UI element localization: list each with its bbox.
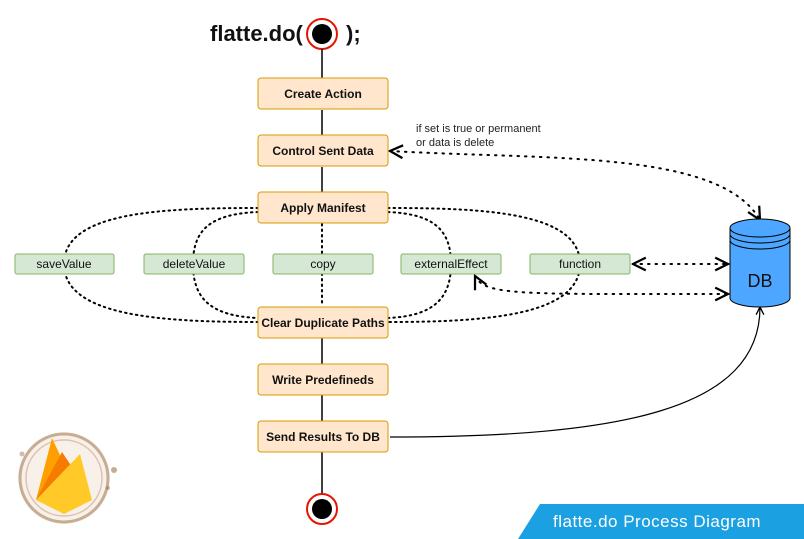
step-label: Control Sent Data	[272, 144, 374, 158]
step-label: Send Results To DB	[266, 430, 380, 444]
step-label: Write Predefineds	[272, 373, 374, 387]
control-db-link	[390, 151, 760, 220]
end-terminal	[306, 493, 338, 525]
step-control-sent-data: Control Sent Data	[257, 134, 389, 167]
loop-savevalue	[62, 207, 259, 323]
option-savevalue: saveValue	[14, 253, 115, 275]
footer-title: flatte.do Process Diagram	[553, 512, 761, 531]
step-send-results-to-db: Send Results To DB	[257, 420, 389, 453]
option-label: deleteValue	[163, 257, 226, 271]
option-label: saveValue	[36, 257, 91, 271]
footer-banner: flatte.do Process Diagram	[518, 504, 804, 539]
send-results-db-link	[389, 307, 760, 438]
title-suffix: );	[346, 21, 361, 46]
step-label: Apply Manifest	[280, 201, 365, 215]
step-create-action: Create Action	[257, 77, 389, 110]
option-function: function	[529, 253, 631, 275]
database-cylinder: DB	[729, 218, 791, 308]
step-clear-duplicate-paths: Clear Duplicate Paths	[257, 306, 389, 339]
note-line-1: if set is true or permanent	[416, 123, 541, 135]
step-label: Clear Duplicate Paths	[261, 316, 385, 330]
database-label: DB	[747, 271, 772, 291]
step-apply-manifest: Apply Manifest	[257, 191, 389, 224]
option-label: copy	[310, 257, 335, 271]
option-externaleffect: externalEffect	[400, 253, 502, 275]
flame-logo-icon	[18, 432, 117, 524]
note-line-2: or data is delete	[416, 137, 494, 149]
externaleffect-db-link	[475, 276, 728, 294]
start-terminal	[306, 18, 338, 50]
step-write-predefineds: Write Predefineds	[257, 363, 389, 396]
option-deletevalue: deleteValue	[143, 253, 245, 275]
option-label: function	[559, 257, 601, 271]
step-label: Create Action	[284, 87, 362, 101]
title-prefix: flatte.do(	[210, 21, 304, 46]
option-label: externalEffect	[414, 257, 488, 271]
option-copy: copy	[272, 253, 374, 275]
